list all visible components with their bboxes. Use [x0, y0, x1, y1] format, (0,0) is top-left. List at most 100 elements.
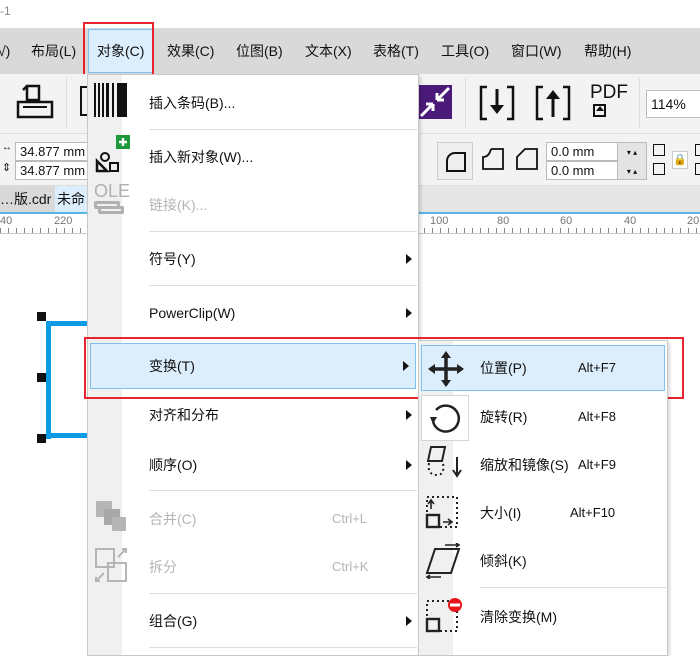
object-menu: 插入条码(B)... 插入新对象(W)... OLE 链接(K)... 符号(Y… [87, 74, 419, 656]
menu-object[interactable]: 对象(C) [88, 29, 154, 73]
partial-icon [80, 86, 88, 116]
menu-item-order[interactable]: 顺序(O) [88, 441, 418, 489]
menu-item-label: 对齐和分布 [149, 407, 219, 423]
menu-help[interactable]: 帮助(H) [584, 43, 632, 59]
selection-handle[interactable] [37, 434, 46, 443]
menu-item-link: OLE 链接(K)... [88, 181, 418, 229]
submenu-item-label: 缩放和镜像(S) [480, 457, 569, 473]
ruler-label: 80 [497, 215, 510, 227]
menu-separator [149, 647, 417, 648]
corner-radius-top-field[interactable]: 0.0 mm [546, 142, 618, 161]
size-icon [425, 496, 458, 529]
ruler-label: 60 [560, 215, 573, 227]
object-height-field[interactable]: 34.877 mm [15, 161, 89, 180]
menu-separator [149, 285, 417, 286]
menu-item-insert-barcode[interactable]: 插入条码(B)... [88, 79, 418, 127]
corner-bottom-left-icon[interactable] [653, 163, 665, 175]
selection-handle[interactable] [37, 373, 46, 382]
submenu-item-shortcut: Alt+F9 [578, 457, 616, 472]
submenu-item-label: 清除变换(M) [480, 609, 557, 625]
insert-object-icon [95, 135, 130, 173]
corner-radius-bottom-field[interactable]: 0.0 mm [546, 161, 618, 180]
menu-separator [149, 129, 417, 130]
submenu-item-skew[interactable]: 倾斜(K) [419, 537, 667, 585]
submenu-item-label: 位置(P) [480, 360, 527, 376]
corner-top-left-icon[interactable] [653, 144, 665, 156]
submenu-arrow-icon [406, 460, 412, 470]
title-bar: -1 [0, 0, 700, 28]
menu-item-shortcut: Ctrl+K [332, 559, 369, 574]
menu-view[interactable]: √) [0, 43, 11, 59]
menu-item-shortcut: Ctrl+L [332, 511, 368, 526]
menu-item-break-apart: 拆分 Ctrl+K [88, 543, 418, 591]
round-corner-button[interactable] [437, 142, 473, 180]
menu-item-insert-new-object[interactable]: 插入新对象(W)... [88, 133, 418, 181]
menu-tools[interactable]: 工具(O) [441, 43, 490, 59]
submenu-item-shortcut: Alt+F10 [570, 505, 616, 520]
fit-to-window-icon[interactable] [418, 85, 452, 119]
submenu-arrow-icon [406, 254, 412, 264]
menu-bitmaps[interactable]: 位图(B) [236, 43, 283, 59]
menu-item-symbol[interactable]: 符号(Y) [88, 235, 418, 283]
submenu-item-label: 倾斜(K) [480, 553, 527, 569]
scale-mirror-icon [426, 446, 462, 478]
menu-item-label: 拆分 [149, 559, 177, 575]
menu-item-label: 组合(G) [149, 613, 198, 629]
chamfered-corner-button[interactable] [515, 147, 539, 171]
submenu-item-shortcut: Alt+F7 [578, 360, 616, 375]
menu-separator [149, 593, 417, 594]
menu-bar: √) 布局(L) 对象(C) 效果(C) 位图(B) 文本(X) 表格(T) 工… [0, 28, 700, 74]
corner-radius-spinner[interactable]: ▾ ▴▾ ▴ [617, 142, 647, 180]
toolbar-divider [66, 78, 67, 128]
menu-item-label: 插入新对象(W)... [149, 149, 254, 165]
menu-separator [149, 490, 417, 491]
menu-item-label: 插入条码(B)... [149, 95, 236, 111]
submenu-arrow-icon [406, 616, 412, 626]
rotate-icon [430, 404, 461, 433]
lock-ratio-icon[interactable]: 🔒 [672, 151, 688, 169]
submenu-item-rotate[interactable]: 旋转(R) Alt+F8 [419, 393, 667, 441]
menu-separator [149, 231, 417, 232]
tab-document-2[interactable]: 未命… [55, 186, 90, 212]
menu-text[interactable]: 文本(X) [305, 43, 352, 59]
submenu-item-clear-transformations[interactable]: 清除变换(M) [419, 593, 667, 641]
selection-handle[interactable] [37, 312, 46, 321]
menu-item-label: 变换(T) [149, 358, 195, 374]
clear-transform-icon [425, 598, 462, 633]
break-apart-icon [95, 548, 127, 582]
shape-bottom-edge [46, 433, 91, 438]
import-icon[interactable] [479, 85, 515, 121]
selected-shape-edge[interactable] [46, 321, 51, 439]
submenu-item-label: 旋转(R) [480, 409, 528, 425]
window-title: -1 [0, 4, 11, 18]
menu-item-label: 符号(Y) [149, 251, 196, 267]
menu-table[interactable]: 表格(T) [373, 43, 419, 59]
menu-item-label: 链接(K)... [149, 197, 208, 213]
export-icon[interactable] [535, 85, 571, 121]
print-icon[interactable] [15, 84, 55, 120]
submenu-item-position[interactable]: 位置(P) Alt+F7 [421, 345, 665, 391]
toolbar-divider [465, 78, 466, 128]
menu-item-transform[interactable]: 变换(T) [90, 343, 416, 389]
corner-top-right-icon [695, 144, 700, 156]
submenu-item-scale-mirror[interactable]: 缩放和镜像(S) Alt+F9 [419, 441, 667, 489]
tab-document-1[interactable]: …版.cdr [0, 186, 55, 212]
submenu-item-label: 大小(I) [480, 505, 522, 521]
icon-frame [421, 395, 469, 441]
submenu-item-size[interactable]: 大小(I) Alt+F10 [419, 489, 667, 537]
menu-item-powerclip[interactable]: PowerClip(W) [88, 289, 418, 337]
menu-window[interactable]: 窗口(W) [511, 43, 562, 59]
publish-pdf-icon[interactable]: PDF [590, 83, 628, 117]
ruler-label: 40 [0, 215, 13, 227]
menu-item-label: 顺序(O) [149, 457, 198, 473]
barcode-icon [94, 83, 127, 117]
menu-item-align-distribute[interactable]: 对齐和分布 [88, 391, 418, 439]
object-width-field[interactable]: 34.877 mm [15, 142, 89, 161]
scalloped-corner-button[interactable] [481, 147, 505, 171]
submenu-item-shortcut: Alt+F8 [578, 409, 616, 424]
menu-effects[interactable]: 效果(C) [167, 43, 215, 59]
menu-item-group[interactable]: 组合(G) [88, 597, 418, 645]
menu-layout[interactable]: 布局(L) [31, 43, 77, 59]
height-icon: ⇕ [2, 162, 12, 174]
zoom-level-field[interactable]: 114% [646, 90, 700, 118]
